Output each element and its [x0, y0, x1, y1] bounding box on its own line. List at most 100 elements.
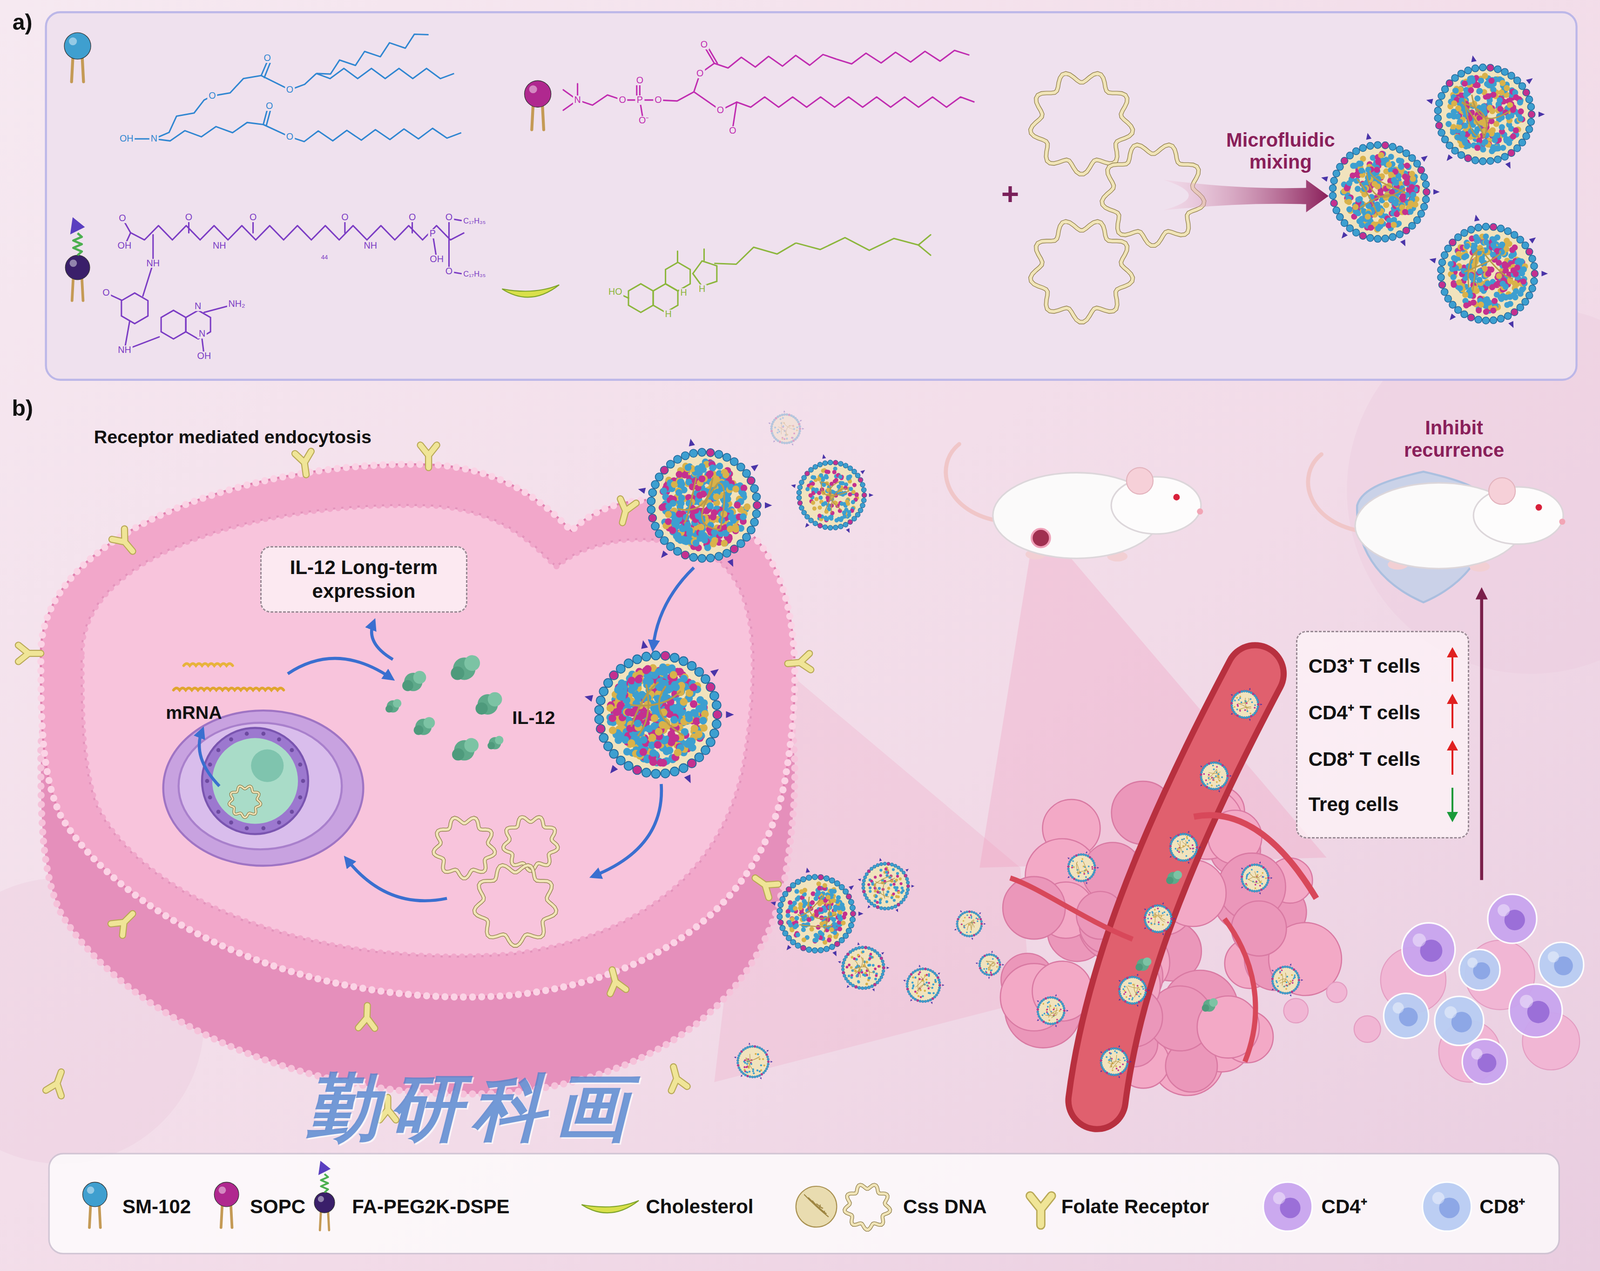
- il12-protein: [452, 748, 465, 761]
- lipid-bead: [796, 420, 800, 424]
- lnp-dot: [774, 426, 777, 429]
- lipid-bead: [770, 423, 774, 426]
- lnp-dot: [1482, 138, 1489, 145]
- lipid-bead: [1464, 67, 1472, 75]
- lnp-dot: [1375, 158, 1382, 165]
- lipid-bead: [778, 414, 782, 417]
- lipid-bead: [771, 434, 775, 437]
- lnp-dot: [805, 486, 810, 492]
- lipid-bead: [1441, 251, 1449, 259]
- lnp-dot: [1498, 89, 1505, 96]
- lipid-bead: [1460, 310, 1468, 318]
- lnp-dot: [1489, 108, 1496, 115]
- lipid-bead: [1374, 141, 1382, 149]
- lipid-bead: [804, 471, 811, 477]
- lnp-dot: [1474, 144, 1481, 151]
- lnp-dot: [1373, 166, 1380, 173]
- lipid-bead: [796, 436, 799, 439]
- lnp-dot: [785, 437, 788, 440]
- lnp-dot: [1456, 118, 1463, 125]
- lipid-bead: [785, 413, 789, 416]
- lipid-bead: [1449, 238, 1457, 246]
- lipid-bead: [1501, 153, 1509, 161]
- lipid-bead: [1527, 118, 1535, 126]
- lipid-bead: [1497, 224, 1505, 232]
- lnp-dot: [728, 513, 736, 521]
- lipid-bead: [681, 550, 689, 559]
- lipid-bead: [775, 417, 778, 420]
- nuclear-pore: [216, 809, 221, 814]
- lnp-dot: [781, 438, 784, 440]
- lnp-dot: [1490, 307, 1497, 314]
- lnp-dot: [818, 495, 823, 500]
- lnp-dot: [1503, 85, 1510, 92]
- lnp-dot: [1463, 302, 1470, 309]
- lnp-dot: [1402, 209, 1409, 216]
- lipid-bead: [775, 438, 778, 441]
- lnp-dot: [1461, 254, 1468, 261]
- bond-line: [72, 277, 74, 301]
- lnp-dot: [660, 487, 668, 495]
- lipid-bead: [1525, 291, 1533, 299]
- lipid-bead: [855, 472, 861, 479]
- il12-protein: [413, 725, 424, 736]
- lipid-bead: [1482, 222, 1490, 230]
- nuclear-pore: [208, 795, 213, 800]
- lipid-bead: [752, 509, 761, 518]
- lnp-dot: [1388, 153, 1395, 160]
- lipid-bead: [1408, 154, 1416, 162]
- nuclear-pore: [261, 731, 266, 736]
- lipid-bead: [1528, 255, 1536, 263]
- lipid-bead: [647, 497, 655, 506]
- bond-line: [81, 277, 84, 301]
- lnp-dot: [847, 492, 852, 497]
- lnp-dot: [1499, 80, 1506, 87]
- lnp-dot: [1482, 233, 1489, 240]
- lipid-bead: [860, 482, 866, 488]
- lipid-bead: [1522, 132, 1530, 140]
- nuclear-pore: [297, 795, 303, 800]
- lnp-dot: [1512, 270, 1519, 277]
- lnp-dot: [842, 514, 847, 519]
- lipid-bead: [1408, 222, 1416, 230]
- lnp-dot: [732, 525, 740, 533]
- lipid-bead: [648, 488, 657, 497]
- lnp-dot: [1504, 301, 1511, 308]
- lnp-dot: [796, 426, 799, 429]
- lipid-bead: [773, 436, 776, 439]
- lnp-dot: [1491, 297, 1498, 304]
- lipid-bead: [861, 487, 867, 493]
- lnp-dot: [1512, 127, 1519, 134]
- lnp-dot: [1392, 179, 1399, 186]
- lipid-bead: [1366, 234, 1374, 242]
- lnp-dot: [1517, 99, 1524, 106]
- lnp-dot: [777, 428, 780, 431]
- lnp-dot: [1469, 77, 1476, 84]
- lnp-dot: [675, 510, 683, 518]
- lipid-bead: [747, 526, 756, 534]
- lnp-dot: [670, 480, 678, 488]
- nuclear-pore: [229, 737, 234, 742]
- lipid-bead: [797, 500, 803, 506]
- lipid-bead: [722, 549, 731, 558]
- lipid-bead: [1381, 235, 1389, 243]
- bond-line: [82, 56, 84, 82]
- lipid-bead: [861, 497, 867, 503]
- lipid-bead: [753, 501, 762, 510]
- lipid-bead: [1444, 295, 1452, 303]
- lipid-bead: [655, 472, 664, 481]
- lipid-bead: [794, 417, 797, 420]
- lipid-bead: [796, 495, 802, 501]
- lipid-bead: [1329, 192, 1337, 200]
- lnp-dot: [824, 509, 829, 514]
- lnp-dot: [1505, 114, 1512, 121]
- lipid-bead: [857, 477, 864, 483]
- lipid-bead: [1417, 210, 1425, 218]
- lnp-dot: [817, 513, 822, 518]
- lnp-dot: [1496, 272, 1503, 279]
- lipid-head: [524, 80, 552, 108]
- lnp-dot: [792, 425, 795, 428]
- lnp-dot: [1383, 202, 1390, 209]
- lipid-bead: [1435, 99, 1443, 107]
- lipid-bead: [750, 518, 759, 527]
